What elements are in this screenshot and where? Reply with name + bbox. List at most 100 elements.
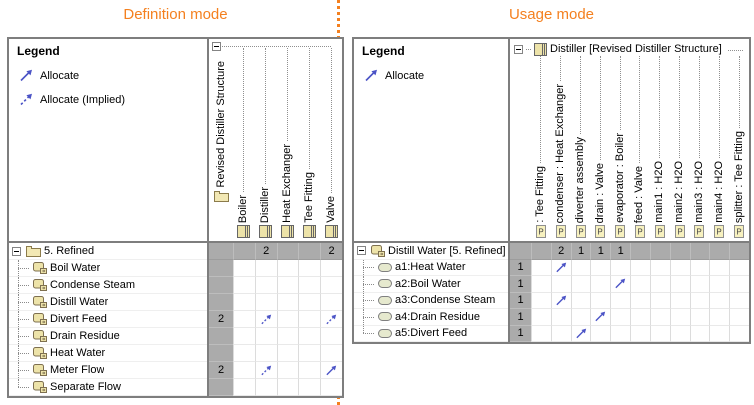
matrix-cell[interactable] <box>550 325 571 342</box>
matrix-cell[interactable] <box>276 294 299 311</box>
matrix-cell[interactable] <box>233 277 255 294</box>
matrix-cell[interactable] <box>276 311 299 328</box>
tree-row[interactable]: Separate Flow <box>9 379 207 396</box>
allocate-arrow-cell[interactable] <box>610 276 631 293</box>
matrix-cell[interactable] <box>649 292 670 309</box>
collapse-rows-icon[interactable] <box>357 246 366 256</box>
column-header[interactable]: Valve <box>320 48 342 241</box>
matrix-cell[interactable] <box>298 260 321 277</box>
allocate-implied-arrow-cell[interactable] <box>254 362 277 379</box>
matrix-cell[interactable] <box>649 276 670 293</box>
matrix-cell[interactable] <box>254 345 277 362</box>
matrix-cell[interactable] <box>254 379 277 396</box>
column-header[interactable]: Tee Fitting <box>298 48 320 241</box>
matrix-cell[interactable] <box>276 362 299 379</box>
allocate-arrow-cell[interactable] <box>590 309 611 326</box>
allocate-implied-arrow-cell[interactable] <box>320 311 342 328</box>
matrix-cell[interactable] <box>276 328 299 345</box>
tree-row[interactable]: Condense Steam <box>9 277 207 294</box>
matrix-cell[interactable] <box>649 259 670 276</box>
matrix-cell[interactable] <box>610 309 631 326</box>
matrix-cell[interactable] <box>254 260 277 277</box>
matrix-cell[interactable] <box>254 277 277 294</box>
tree-row[interactable]: Divert Feed <box>9 311 207 328</box>
matrix-cell[interactable] <box>276 277 299 294</box>
matrix-cell[interactable] <box>649 309 670 326</box>
matrix-cell[interactable] <box>320 277 342 294</box>
matrix-cell[interactable] <box>531 309 551 326</box>
matrix-cell[interactable] <box>590 292 611 309</box>
matrix-cell[interactable] <box>729 292 749 309</box>
matrix-cell[interactable] <box>610 292 631 309</box>
matrix-cell[interactable] <box>590 276 611 293</box>
matrix-cell[interactable] <box>233 328 255 345</box>
matrix-cell[interactable] <box>298 243 321 260</box>
tree-row[interactable]: a3:Condense Steam <box>354 292 508 309</box>
tree-row[interactable]: 5. Refined <box>9 243 207 260</box>
matrix-cell[interactable] <box>254 294 277 311</box>
collapse-rows-icon[interactable] <box>12 246 21 256</box>
matrix-cell[interactable] <box>669 292 690 309</box>
column-header[interactable]: Heat Exchanger <box>277 48 299 241</box>
matrix-cell[interactable] <box>570 276 591 293</box>
matrix-cell[interactable] <box>276 345 299 362</box>
matrix-cell[interactable] <box>320 379 342 396</box>
allocate-implied-arrow-cell[interactable] <box>254 311 277 328</box>
tree-row[interactable]: Heat Water <box>9 345 207 362</box>
matrix-cell[interactable] <box>233 311 255 328</box>
matrix-cell[interactable] <box>669 259 690 276</box>
tree-row[interactable]: Boil Water <box>9 260 207 277</box>
allocate-arrow-cell[interactable] <box>550 292 571 309</box>
matrix-cell[interactable] <box>610 259 631 276</box>
matrix-cell[interactable] <box>729 259 749 276</box>
allocate-arrow-cell[interactable] <box>570 325 591 342</box>
matrix-cell[interactable] <box>669 325 690 342</box>
matrix-cell[interactable]: 1 <box>570 243 591 260</box>
collapse-columns-icon[interactable] <box>514 44 523 54</box>
matrix-cell[interactable] <box>709 276 730 293</box>
matrix-cell[interactable] <box>550 309 571 326</box>
matrix-cell[interactable] <box>298 328 321 345</box>
matrix-cell[interactable] <box>298 362 321 379</box>
tree-row[interactable]: a2:Boil Water <box>354 276 508 293</box>
matrix-cell[interactable] <box>729 276 749 293</box>
matrix-cell[interactable] <box>669 276 690 293</box>
matrix-cell[interactable] <box>233 345 255 362</box>
matrix-cell[interactable] <box>570 292 591 309</box>
matrix-cell[interactable] <box>531 276 551 293</box>
matrix-cell[interactable] <box>531 243 551 260</box>
matrix-cell[interactable] <box>320 260 342 277</box>
matrix-cell[interactable] <box>689 292 710 309</box>
matrix-cell[interactable] <box>689 259 710 276</box>
matrix-cell[interactable] <box>531 259 551 276</box>
allocate-arrow-cell[interactable] <box>550 259 571 276</box>
matrix-cell[interactable] <box>570 259 591 276</box>
matrix-cell[interactable]: 2 <box>550 243 571 260</box>
tree-row[interactable]: a4:Drain Residue <box>354 309 508 326</box>
matrix-cell[interactable] <box>630 309 650 326</box>
tree-row[interactable]: Meter Flow <box>9 362 207 379</box>
matrix-cell[interactable] <box>320 294 342 311</box>
matrix-cell[interactable] <box>649 243 670 260</box>
matrix-cell[interactable] <box>630 243 650 260</box>
tree-row[interactable]: a1:Heat Water <box>354 259 508 276</box>
matrix-cell[interactable]: 1 <box>610 243 631 260</box>
matrix-cell[interactable] <box>709 259 730 276</box>
matrix-cell[interactable] <box>649 325 670 342</box>
matrix-cell[interactable] <box>630 325 650 342</box>
matrix-cell[interactable] <box>709 243 730 260</box>
matrix-cell[interactable] <box>630 276 650 293</box>
matrix-cell[interactable] <box>298 311 321 328</box>
matrix-cell[interactable] <box>610 325 631 342</box>
matrix-cell[interactable] <box>298 379 321 396</box>
matrix-cell[interactable] <box>709 292 730 309</box>
